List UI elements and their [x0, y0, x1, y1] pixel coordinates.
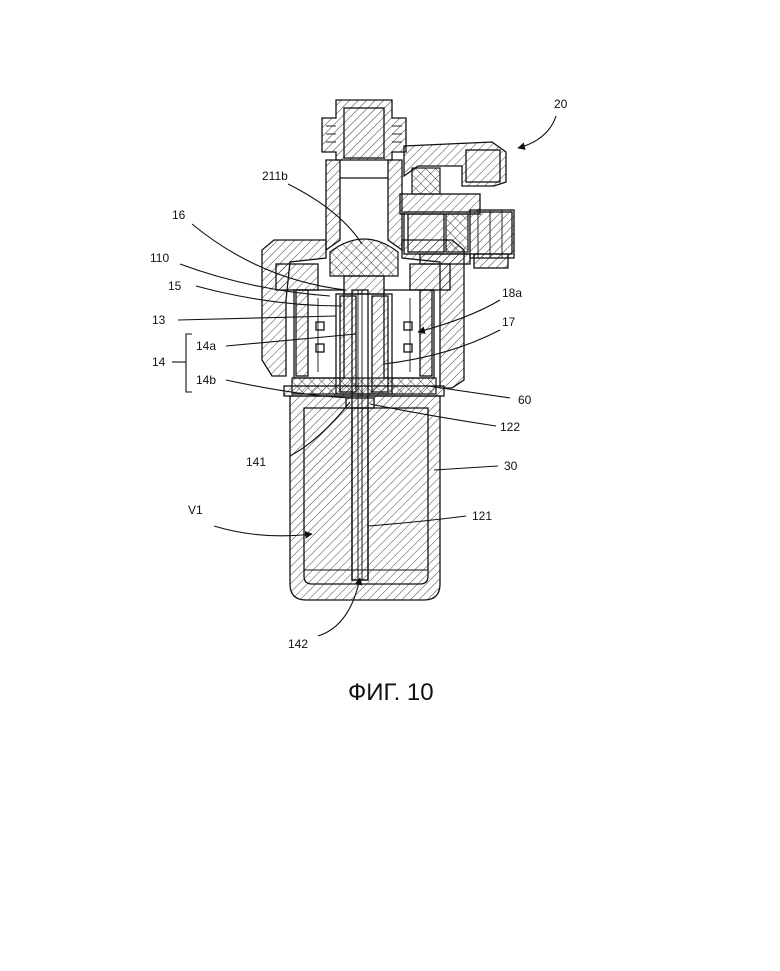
label-18a: 18a: [502, 286, 522, 300]
device-cross-section: [262, 100, 514, 600]
label-142: 142: [288, 637, 308, 651]
label-121: 121: [472, 509, 492, 523]
leader-20: [518, 116, 556, 148]
bracket-14: [186, 334, 192, 392]
label-V1: V1: [188, 503, 203, 517]
label-14b: 14b: [196, 373, 216, 387]
label-20: 20: [554, 97, 568, 111]
leader-211b: [288, 184, 362, 244]
leader-13: [178, 316, 336, 320]
label-211b: 211b: [262, 169, 288, 183]
inlet-nozzle: [322, 100, 406, 250]
reservoir-bottle: [290, 396, 440, 600]
label-15: 15: [168, 279, 182, 293]
figure-caption: ФИГ. 10: [348, 679, 434, 706]
label-122: 122: [500, 420, 520, 434]
label-13: 13: [152, 313, 166, 327]
label-141: 141: [246, 455, 266, 469]
label-30: 30: [504, 459, 518, 473]
label-14: 14: [152, 355, 166, 369]
label-110: 110: [150, 251, 169, 265]
label-14a: 14a: [196, 339, 216, 353]
label-60: 60: [518, 393, 532, 407]
label-16: 16: [172, 208, 186, 222]
label-17: 17: [502, 315, 516, 329]
leader-30: [434, 466, 498, 470]
